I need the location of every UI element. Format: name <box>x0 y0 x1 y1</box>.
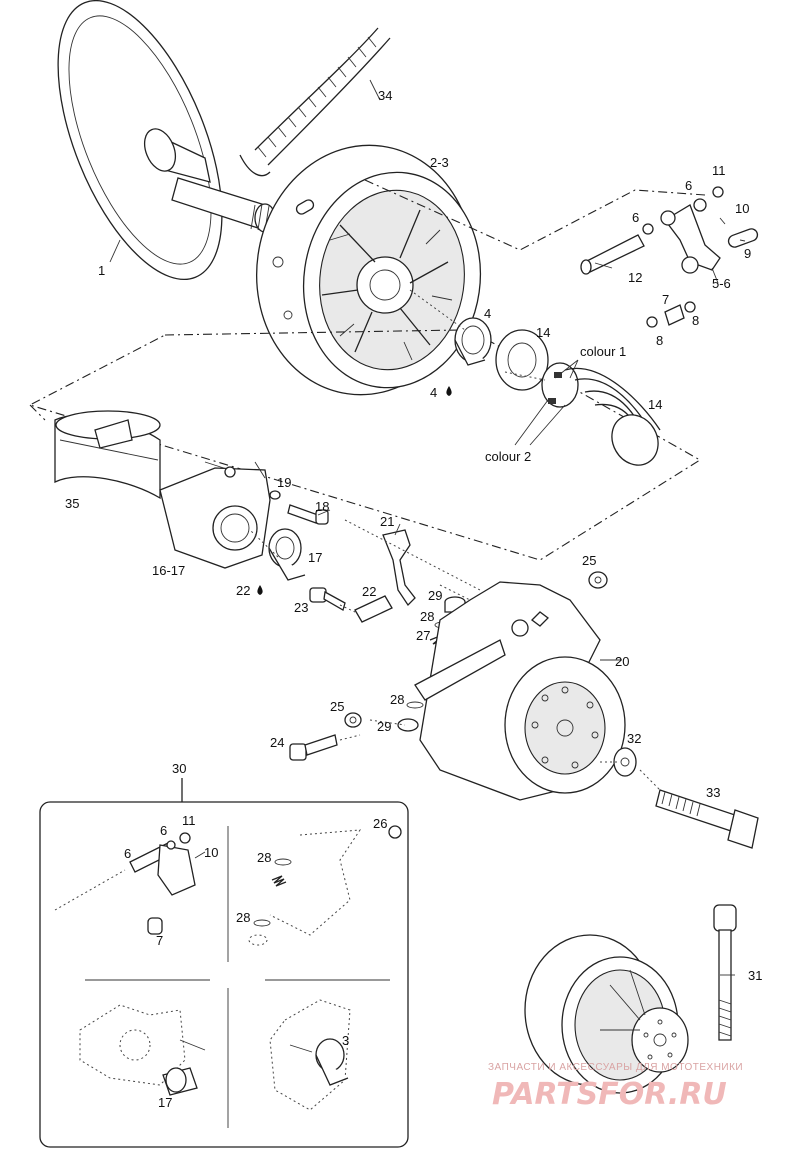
bolt-part-23 <box>309 587 346 611</box>
callout-22a: 22 <box>236 583 250 598</box>
callout-31: 31 <box>748 968 762 983</box>
callout-colour-2: colour 2 <box>485 449 531 464</box>
kit-box-part-30 <box>39 778 409 1148</box>
spring-part-14 <box>541 362 661 466</box>
watermark: ЗАПЧАСТИ И АКСЕССУАРЫ ДЛЯ МОТОТЕХНИКИ PA… <box>488 1062 743 1112</box>
callout-4b: 4 <box>430 385 437 400</box>
callout-20: 20 <box>615 654 629 669</box>
callout-6c: 6 <box>160 823 167 838</box>
callout-12: 12 <box>628 270 642 285</box>
callout-33: 33 <box>706 785 720 800</box>
pin-part-22 <box>354 595 393 623</box>
bolt-part-18 <box>269 490 329 525</box>
callout-35: 35 <box>65 496 79 511</box>
callout-14a: 14 <box>536 325 550 340</box>
bolt-part-33 <box>655 789 759 849</box>
callout-28a: 28 <box>420 609 434 624</box>
callout-18: 18 <box>315 499 329 514</box>
callout-3: 3 <box>342 1033 349 1048</box>
callout-10b: 10 <box>204 845 218 860</box>
callout-labels: 1 2-3 34 11 6 10 6 9 12 5-6 7 8 8 4 14 4… <box>65 88 762 1110</box>
callout-11b: 11 <box>182 813 196 828</box>
hub-part-20 <box>414 581 626 801</box>
callout-34: 34 <box>378 88 392 103</box>
washer-part-32 <box>613 747 637 777</box>
callout-28b: 28 <box>390 692 404 707</box>
callout-4a: 4 <box>484 306 491 321</box>
callout-25a: 25 <box>582 553 596 568</box>
callout-17a: 17 <box>308 550 322 565</box>
callout-colour-1: colour 1 <box>580 344 626 359</box>
bolt-part-24 <box>289 734 338 761</box>
callout-26: 26 <box>373 816 387 831</box>
callout-7a: 7 <box>662 292 669 307</box>
callout-17b: 17 <box>158 1095 172 1110</box>
callout-27: 27 <box>416 628 430 643</box>
watermark-brand: PARTSFOR.RU <box>492 1077 727 1112</box>
bushing-part-4 <box>454 317 492 366</box>
callout-29b: 29 <box>377 719 391 734</box>
callout-22b: 22 <box>362 584 376 599</box>
callout-2-3: 2-3 <box>430 155 449 170</box>
callout-6b: 6 <box>632 210 639 225</box>
fixed-sheave-part-1 <box>57 0 276 281</box>
centerlines <box>249 289 661 791</box>
callout-28d: 28 <box>236 910 250 925</box>
callout-6a: 6 <box>685 178 692 193</box>
callout-5-6: 5-6 <box>712 276 731 291</box>
washer-part-14 <box>495 329 549 391</box>
oil-drop-icon-2 <box>257 585 263 595</box>
callout-11a: 11 <box>712 163 726 178</box>
callout-8b: 8 <box>656 333 663 348</box>
callout-9: 9 <box>744 246 751 261</box>
callout-24: 24 <box>270 735 284 750</box>
callout-10a: 10 <box>735 201 749 216</box>
spider-part-16-17 <box>159 461 271 569</box>
slider-shoe-part-35 <box>54 410 161 500</box>
sliding-sheave-part-2-3 <box>255 144 482 396</box>
cap-part-29b <box>397 718 419 732</box>
callout-32: 32 <box>627 731 641 746</box>
callout-16-17: 16-17 <box>152 563 185 578</box>
callout-6d: 6 <box>124 846 131 861</box>
callout-30: 30 <box>172 761 186 776</box>
callout-19: 19 <box>277 475 291 490</box>
lever-part-21 <box>382 529 416 607</box>
callout-28c: 28 <box>257 850 271 865</box>
drive-belt-part-34 <box>239 27 391 177</box>
bushing-part-17 <box>268 528 306 581</box>
callout-29a: 29 <box>428 588 442 603</box>
callout-8a: 8 <box>692 313 699 328</box>
callout-25b: 25 <box>330 699 344 714</box>
callout-1: 1 <box>98 263 105 278</box>
oil-drop-icon <box>446 386 452 396</box>
assembled-pulley-part-31 <box>524 904 737 1094</box>
callout-14b: 14 <box>648 397 662 412</box>
washer-part-25 <box>344 571 608 728</box>
leader-lines <box>109 79 746 976</box>
callout-7b: 7 <box>156 933 163 948</box>
colour-leader-lines <box>514 359 579 446</box>
watermark-caption: ЗАПЧАСТИ И АКСЕССУАРЫ ДЛЯ МОТОТЕХНИКИ <box>488 1062 743 1073</box>
roller-arm-assembly <box>580 186 759 328</box>
callout-23: 23 <box>294 600 308 615</box>
callout-21: 21 <box>380 514 394 529</box>
